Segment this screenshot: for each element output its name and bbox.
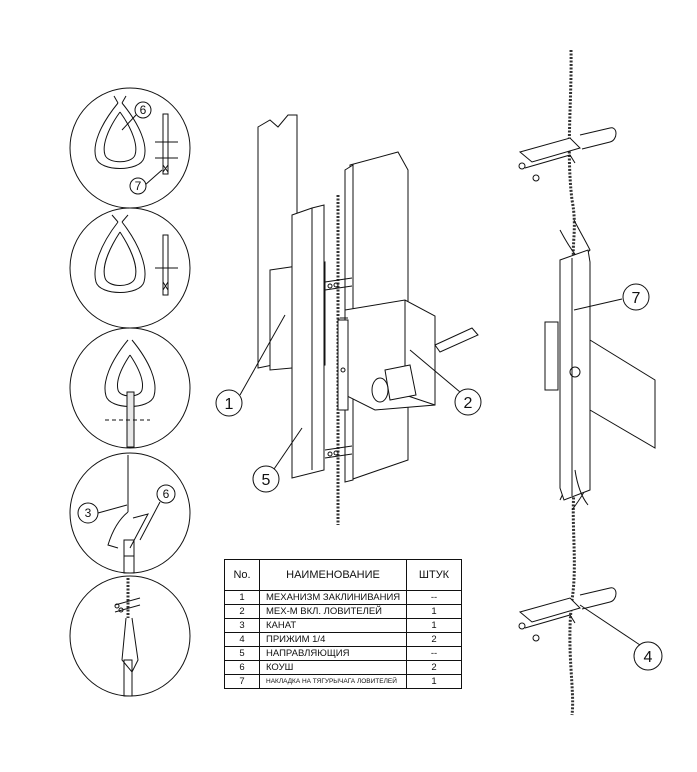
rope-center [324,195,353,525]
table-cell-no: 7 [224,674,260,689]
svg-text:6: 6 [163,487,170,501]
table-cell-no: 2 [224,604,260,619]
svg-text:3: 3 [85,506,92,520]
clamp-top [518,127,617,182]
table-cell-no: 3 [224,618,260,633]
table-cell-name: ПРИЖИМ 1/4 [259,632,407,647]
table-cell-no: 5 [224,646,260,661]
callout-5: 5 [252,427,303,493]
table-row: 5 НАПРАВЛЯЮЩИЯ -- [224,646,462,661]
svg-text:5: 5 [262,472,271,489]
table-row: 3 КАНАТ 1 [224,618,462,633]
table-cell-qty: -- [406,590,462,605]
detail-circle-3 [69,327,191,449]
parts-table: No. НАИМЕНОВАНИЕ ШТУК 1 МЕХАНИЗМ ЗАКЛИНИ… [224,559,462,689]
table-cell-qty: 2 [406,632,462,647]
table-cell-name: МЕХ-М ВКЛ. ЛОВИТЕЛЕЙ [259,604,407,619]
svg-text:6: 6 [140,103,147,117]
callout-6b: 6 [139,484,176,541]
svg-text:7: 7 [632,290,641,307]
cover-plate [544,249,656,506]
svg-text:2: 2 [464,395,473,412]
callout-7b: 7 [573,283,650,311]
callout-2: 2 [409,349,482,416]
callout-6a: 6 [121,101,152,131]
callout-3: 3 [77,502,128,524]
table-cell-qty: 1 [406,618,462,633]
table-cell-name: КОУШ [259,660,407,675]
table-row: 7 НАКЛАДКА НА ТЯГУРЫЧАГА ЛОВИТЕЛЕЙ 1 [224,674,462,689]
table-cell-no: 4 [224,632,260,647]
detail-circle-1 [69,87,191,209]
table-row: 6 КОУШ 2 [224,660,462,675]
table-cell-name: КАНАТ [259,618,407,633]
clamp-bottom [518,587,617,642]
detail-circle-4 [69,452,191,574]
svg-text:7: 7 [135,179,142,193]
table-header-name: НАИМЕНОВАНИЕ [259,559,407,591]
detail-circle-5 [69,575,191,697]
callout-1: 1 [215,314,286,417]
callout-4: 4 [579,604,663,671]
table-cell-name: НАКЛАДКА НА ТЯГУРЫЧАГА ЛОВИТЕЛЕЙ [259,674,407,689]
table-row: 4 ПРИЖИМ 1/4 2 [224,632,462,647]
table-row: 1 МЕХАНИЗМ ЗАКЛИНИВАНИЯ -- [224,590,462,605]
table-header-no: No. [224,559,260,591]
table-cell-qty: -- [406,646,462,661]
table-cell-name: МЕХАНИЗМ ЗАКЛИНИВАНИЯ [259,590,407,605]
detail-circle-2 [69,207,191,329]
table-cell-qty: 2 [406,660,462,675]
table-cell-no: 1 [224,590,260,605]
guide-rail-front [291,204,325,479]
svg-text:4: 4 [644,649,653,666]
table-cell-qty: 1 [406,674,462,689]
table-cell-name: НАПРАВЛЯЮЩИЯ [259,646,407,661]
callout-7a: 7 [129,169,163,195]
table-row: 2 МЕХ-М ВКЛ. ЛОВИТЕЛЕЙ 1 [224,604,462,619]
table-cell-no: 6 [224,660,260,675]
svg-text:1: 1 [225,396,234,413]
table-cell-qty: 1 [406,604,462,619]
table-header-qty: ШТУК [406,559,462,591]
